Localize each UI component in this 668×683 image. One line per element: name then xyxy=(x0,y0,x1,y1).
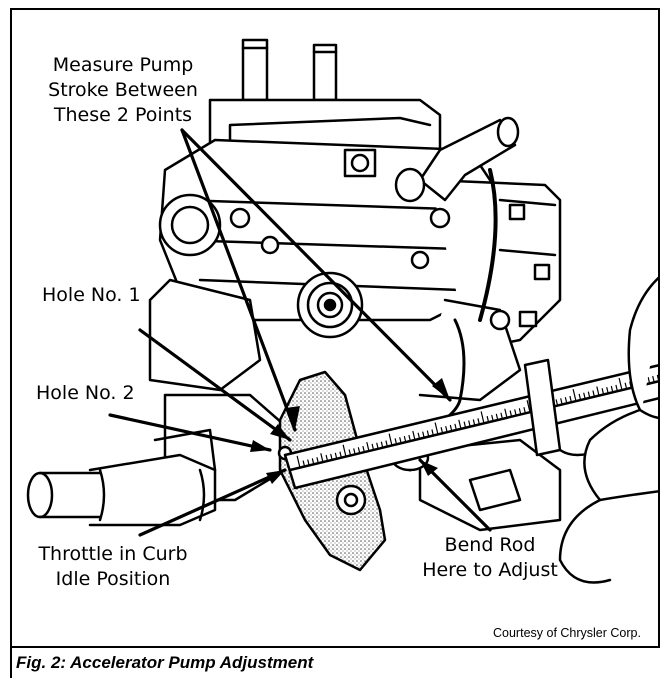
throttle-body xyxy=(26,393,562,532)
callout-bend-rod: Bend Rod Here to Adjust xyxy=(415,533,565,583)
callout-measure-pump-stroke: Measure Pump Stroke Between These 2 Poin… xyxy=(28,53,218,128)
callout-throttle-curb-idle: Throttle in Curb Idle Position xyxy=(20,542,206,592)
figure-caption: Fig. 2: Accelerator Pump Adjustment xyxy=(10,648,660,678)
callout-measure-line1: Measure Pump xyxy=(52,54,194,76)
screw-heads xyxy=(229,148,511,331)
callout-measure-line2: Stroke Between xyxy=(48,79,198,101)
fuel-inlet-port xyxy=(158,193,222,257)
callout-throttle-line2: Idle Position xyxy=(55,568,171,590)
callout-hole-1: Hole No. 1 xyxy=(42,284,141,306)
image-credit: Courtesy of Chrysler Corp. xyxy=(493,626,641,640)
callout-throttle-line1: Throttle in Curb xyxy=(38,543,188,565)
center-plug xyxy=(296,271,364,339)
vent-elbow-fitting xyxy=(394,116,520,322)
callout-hole-2: Hole No. 2 xyxy=(36,382,135,404)
technician-hand xyxy=(558,276,658,584)
callout-leaders xyxy=(108,128,492,537)
callout-bend-line2: Here to Adjust xyxy=(422,559,558,581)
mounting-studs xyxy=(241,38,338,102)
callout-bend-line1: Bend Rod xyxy=(444,534,536,556)
measuring-scale xyxy=(283,358,658,490)
callout-measure-line3: These 2 Points xyxy=(53,104,193,126)
